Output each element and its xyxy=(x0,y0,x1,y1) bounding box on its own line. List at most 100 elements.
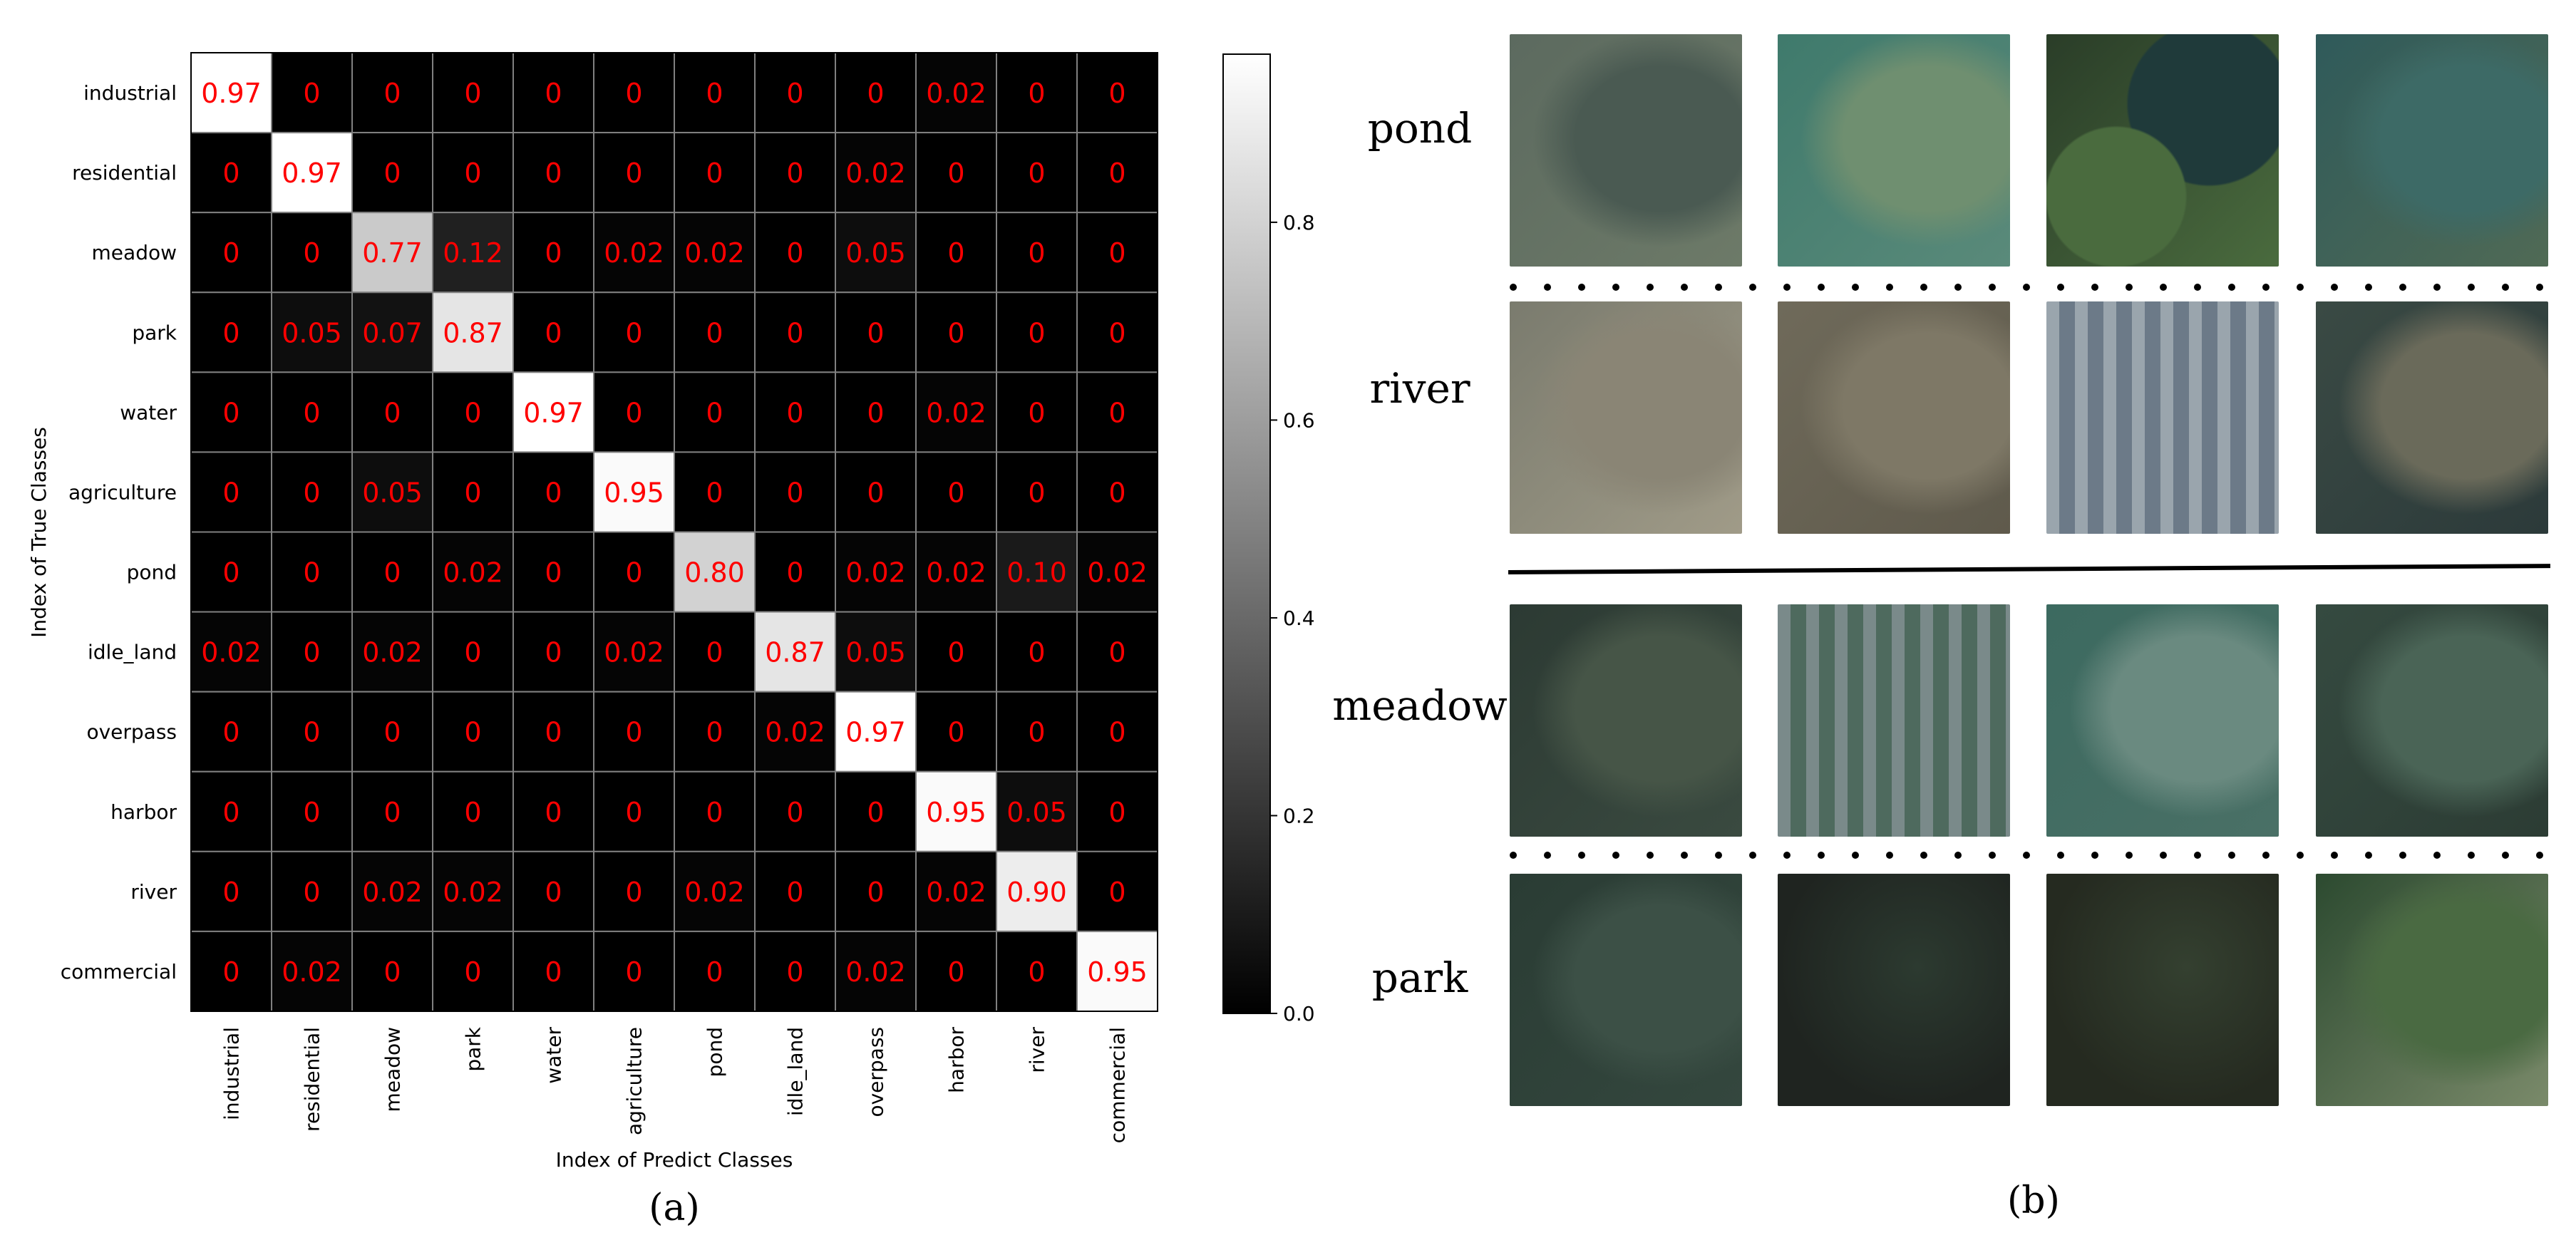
heatmap-cell xyxy=(351,371,433,453)
heatmap-cell-value: 0 xyxy=(383,157,401,189)
heatmap-cell-value: 0 xyxy=(303,477,320,508)
heatmap-cell xyxy=(996,930,1078,1012)
x-tick-label: harbor xyxy=(945,1027,969,1093)
panel-a-caption: (a) xyxy=(649,1187,700,1229)
heatmap-cell xyxy=(512,371,594,453)
aerial-image-tile xyxy=(2316,874,2548,1106)
heatmap-cell-value: 0 xyxy=(625,157,642,189)
heatmap-cell-value: 0.77 xyxy=(362,237,423,269)
heatmap-cell-value: 0.05 xyxy=(1006,797,1067,828)
heatmap-cell xyxy=(835,691,917,773)
heatmap-cell-value: 0 xyxy=(464,157,481,189)
heatmap-cell xyxy=(674,132,756,214)
heatmap-cell xyxy=(593,691,675,773)
aerial-image-tile xyxy=(2046,301,2279,534)
heatmap-cell xyxy=(996,291,1078,373)
heatmap-cell xyxy=(190,691,272,773)
heatmap-cell xyxy=(432,691,514,773)
heatmap-cell xyxy=(835,850,917,932)
panel-b-row-label: park xyxy=(1371,954,1468,1002)
heatmap-cell xyxy=(674,691,756,773)
heatmap-cell-value: 0 xyxy=(947,317,964,348)
heatmap-cell-value: 0 xyxy=(545,717,562,748)
heatmap-cell-value: 0 xyxy=(867,797,884,828)
heatmap-cell-value: 0 xyxy=(867,317,884,348)
aerial-image-tile xyxy=(1778,34,2010,267)
y-tick-label: park xyxy=(132,321,177,344)
heatmap-cell-value: 0 xyxy=(303,717,320,748)
heatmap-cell xyxy=(432,212,514,294)
heatmap-cell xyxy=(593,52,675,134)
heatmap-cell-value: 0 xyxy=(1028,956,1045,988)
x-tick-label: water xyxy=(542,1027,566,1084)
aerial-image-tile xyxy=(2316,34,2548,267)
heatmap-cell-value: 0 xyxy=(1028,237,1045,269)
heatmap-cell-value: 0 xyxy=(1108,877,1125,908)
heatmap-cell-value: 0.05 xyxy=(845,237,906,269)
heatmap-cell-value: 0 xyxy=(383,797,401,828)
heatmap-cell xyxy=(835,531,917,613)
heatmap-cell-value: 0 xyxy=(222,797,239,828)
heatmap-cell-value: 0 xyxy=(545,877,562,908)
heatmap-cell-value: 0 xyxy=(867,477,884,508)
heatmap-cell-value: 0.02 xyxy=(443,877,503,908)
heatmap-cell xyxy=(190,531,272,613)
heatmap-cell xyxy=(996,531,1078,613)
heatmap-cell-value: 0 xyxy=(1028,637,1045,668)
heatmap-cell-value: 0 xyxy=(545,78,562,109)
heatmap-cell-value: 0 xyxy=(1028,78,1045,109)
heatmap-cell-value: 0 xyxy=(786,157,803,189)
heatmap-cell-value: 0 xyxy=(303,78,320,109)
heatmap-cell xyxy=(754,132,836,214)
aerial-image-tile xyxy=(1778,301,2010,534)
heatmap-cell-value: 0 xyxy=(706,397,723,428)
heatmap-cell-value: 0.95 xyxy=(604,477,664,508)
aerial-image-tile xyxy=(1778,874,2010,1106)
y-tick-label: idle_land xyxy=(88,641,177,664)
heatmap-cell-value: 0.02 xyxy=(765,717,825,748)
x-tick-label: overpass xyxy=(865,1027,888,1117)
heatmap-cell-value: 0 xyxy=(706,317,723,348)
heatmap-cell-value: 0 xyxy=(706,797,723,828)
heatmap-cell-value: 0 xyxy=(706,956,723,988)
heatmap-cell xyxy=(996,611,1078,693)
heatmap-cell-value: 0 xyxy=(1108,637,1125,668)
heatmap-cell-value: 0 xyxy=(786,557,803,589)
heatmap-cell-value: 0 xyxy=(1028,317,1045,348)
heatmap-cell-value: 0.95 xyxy=(926,797,986,828)
heatmap-cell-value: 0.87 xyxy=(765,637,825,668)
heatmap-cell xyxy=(915,531,997,613)
heatmap-cell-value: 0 xyxy=(545,797,562,828)
heatmap-cell-value: 0 xyxy=(222,237,239,269)
heatmap-cell xyxy=(432,770,514,852)
heatmap-cell-value: 0 xyxy=(786,397,803,428)
heatmap-cell-value: 0 xyxy=(303,637,320,668)
x-tick-label: river xyxy=(1026,1027,1049,1073)
heatmap-cell xyxy=(915,930,997,1012)
heatmap-cell xyxy=(593,451,675,533)
heatmap-cell xyxy=(754,691,836,773)
heatmap-cell-value: 0 xyxy=(786,477,803,508)
heatmap-cell-value: 0 xyxy=(1108,397,1125,428)
heatmap-cell-value: 0 xyxy=(222,397,239,428)
heatmap-cell-value: 0 xyxy=(625,717,642,748)
heatmap-cell-value: 0 xyxy=(786,317,803,348)
heatmap-cell xyxy=(1076,291,1158,373)
panel-b-row-label: pond xyxy=(1367,104,1473,153)
heatmap-cell-value: 0 xyxy=(545,477,562,508)
x-tick-label: commercial xyxy=(1106,1027,1130,1143)
heatmap-cell xyxy=(996,691,1078,773)
heatmap-cell xyxy=(674,930,756,1012)
aerial-image-tile xyxy=(2046,34,2279,267)
heatmap-cell xyxy=(351,291,433,373)
heatmap-cell-value: 0 xyxy=(625,797,642,828)
heatmap-cell-value: 0 xyxy=(867,397,884,428)
colorbar-ticks: 0.00.20.40.60.8 xyxy=(1270,211,1315,1026)
heatmap-cell-value: 0 xyxy=(464,477,481,508)
aerial-image-tile xyxy=(1510,34,1742,267)
heatmap-cell xyxy=(512,212,594,294)
heatmap-cell-value: 0 xyxy=(464,797,481,828)
heatmap-cell-value: 0 xyxy=(947,477,964,508)
heatmap-cell-value: 0.95 xyxy=(1087,956,1148,988)
